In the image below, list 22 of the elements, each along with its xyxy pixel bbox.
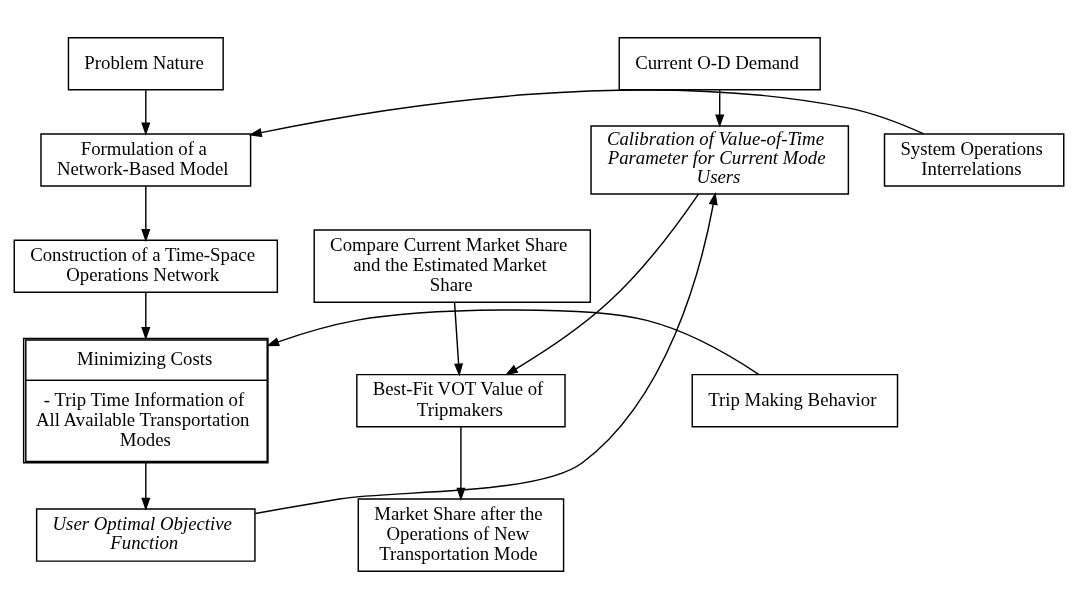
arrow bbox=[266, 309, 760, 376]
node-box: Market Share after the Operations of New Transportation Mode bbox=[357, 498, 565, 572]
node-box: User Optimal Objective Function bbox=[35, 508, 256, 562]
node-box: Problem Nature bbox=[67, 37, 224, 91]
node-box: Current O-D Demand bbox=[618, 37, 821, 91]
arrow bbox=[456, 426, 466, 501]
node-box: Formulation of a Network-Based Model bbox=[40, 133, 252, 187]
node-box: Calibration of Value-of-Time Parameter for Current Mode Users bbox=[590, 125, 850, 195]
arrow bbox=[141, 291, 151, 341]
node-box: Best-Fit VOT Value of Tripmakers bbox=[356, 373, 566, 428]
arrow bbox=[504, 193, 700, 376]
arrow bbox=[248, 89, 924, 138]
node-box: Trip Making Behavior bbox=[691, 373, 899, 428]
node-box: System Operations Interrelations bbox=[883, 133, 1065, 187]
arrow bbox=[453, 302, 464, 377]
node-box: Construction of a Time-Space Operations Network bbox=[13, 239, 279, 293]
arrow bbox=[141, 185, 151, 243]
arrow bbox=[141, 462, 151, 511]
arrow bbox=[715, 89, 725, 128]
node-box: Compare Current Market Share and the Estimated Market Share bbox=[313, 229, 592, 304]
arrow bbox=[254, 191, 718, 515]
arrow bbox=[141, 89, 151, 136]
